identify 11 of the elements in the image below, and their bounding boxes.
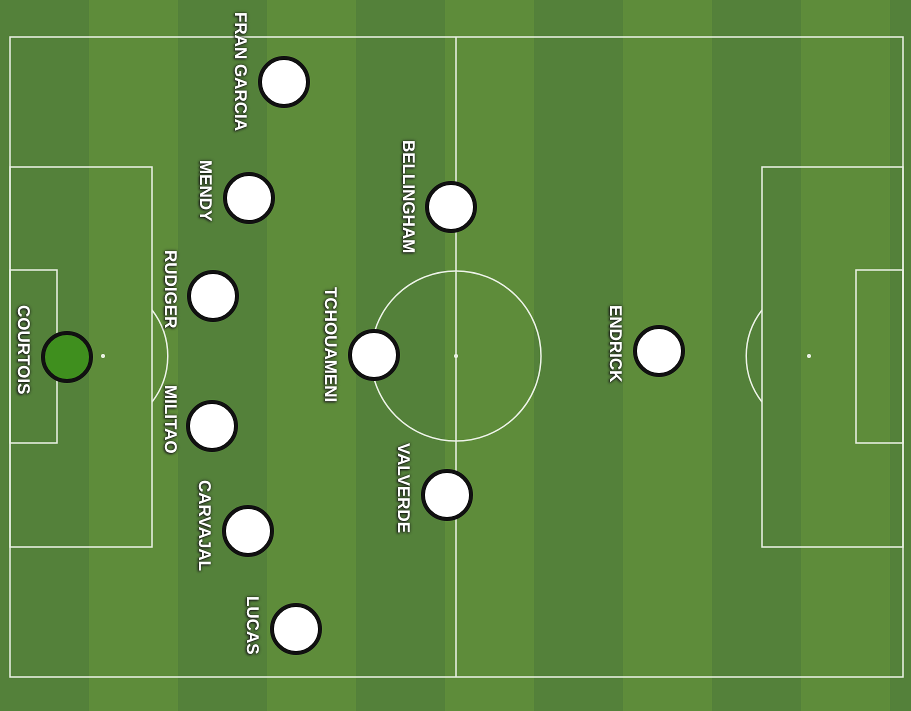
player-name: RUDIGER xyxy=(160,250,180,328)
player-name: VALVERDE xyxy=(393,443,413,534)
player-name: ENDRICK xyxy=(605,305,625,382)
player-name: FRAN GARCIA xyxy=(230,12,250,131)
player-name: TCHOUAMENI xyxy=(320,287,340,402)
player-name: LUCAS xyxy=(242,596,262,655)
player-name: COURTOIS xyxy=(13,305,33,394)
player-name: CARVAJAL xyxy=(194,480,214,571)
player-name: BELLINGHAM xyxy=(398,140,418,254)
player-name: MILITAO xyxy=(160,385,180,454)
player-name: MENDY xyxy=(195,160,215,222)
